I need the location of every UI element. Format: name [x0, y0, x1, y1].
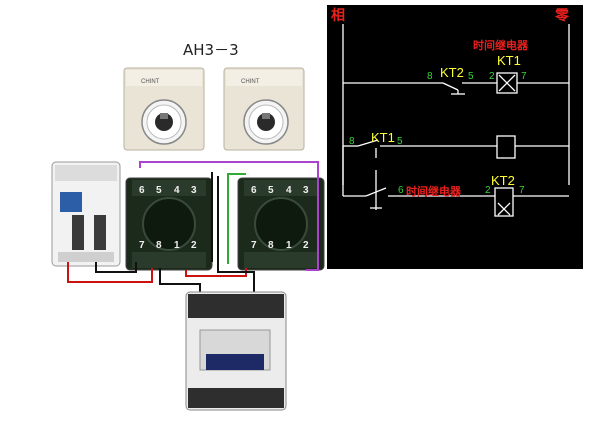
- phase-label: 相: [331, 8, 345, 24]
- relay-model-label: AH3－3: [183, 41, 239, 59]
- row1-pin-7: 7: [521, 71, 527, 82]
- timer-relay-1: CHINT: [123, 67, 205, 151]
- circuit-breaker: [51, 161, 121, 267]
- socket2-pin-6: 6: [251, 185, 257, 196]
- kt1-contact-label: KT1: [371, 130, 395, 145]
- kt1-coil-label: KT1: [497, 53, 521, 68]
- relay-socket-2: [237, 177, 325, 271]
- relay-socket-1: [125, 177, 213, 271]
- socket2-pin-5: 5: [268, 185, 274, 196]
- row2-pin-5: 5: [397, 136, 403, 147]
- timer-relay-label-bottom: 时间继电器: [406, 185, 461, 198]
- brand-text-2: CHINT: [241, 79, 260, 85]
- socket2-pin-3: 3: [303, 185, 309, 196]
- row3-pin-2: 2: [485, 185, 491, 196]
- contactor: [185, 291, 287, 411]
- row3-pin-7: 7: [519, 185, 525, 196]
- socket1-pin-2: 2: [191, 240, 197, 251]
- row2-pin-8: 8: [349, 136, 355, 147]
- component-illustration: CHINT CHINT: [51, 67, 325, 411]
- row1-pin-5: 5: [468, 71, 474, 82]
- socket2-pin-7: 7: [251, 240, 257, 251]
- row1-pin-8: 8: [427, 71, 433, 82]
- timer-relay-label-top: 时间继电器: [473, 39, 528, 52]
- socket1-pin-6: 6: [139, 185, 145, 196]
- socket2-pin-1: 1: [286, 240, 292, 251]
- socket1-pin-1: 1: [174, 240, 180, 251]
- socket2-pin-8: 8: [268, 240, 274, 251]
- socket1-pin-7: 7: [139, 240, 145, 251]
- socket2-pin-2: 2: [303, 240, 309, 251]
- schematic-panel: [327, 5, 583, 269]
- kt2-coil-label: KT2: [491, 173, 515, 188]
- kt2-contact-label: KT2: [440, 65, 464, 80]
- socket1-pin-5: 5: [156, 185, 162, 196]
- row1-pin-2: 2: [489, 71, 495, 82]
- socket2-pin-4: 4: [286, 185, 292, 196]
- brand-text-1: CHINT: [141, 79, 160, 85]
- timer-relay-2: CHINT: [223, 67, 305, 151]
- wires: [67, 161, 319, 292]
- row3-pin-6: 6: [398, 185, 404, 196]
- socket1-pin-3: 3: [191, 185, 197, 196]
- socket1-pin-4: 4: [174, 185, 180, 196]
- neutral-label: 零: [555, 8, 569, 24]
- socket1-pin-8: 8: [156, 240, 162, 251]
